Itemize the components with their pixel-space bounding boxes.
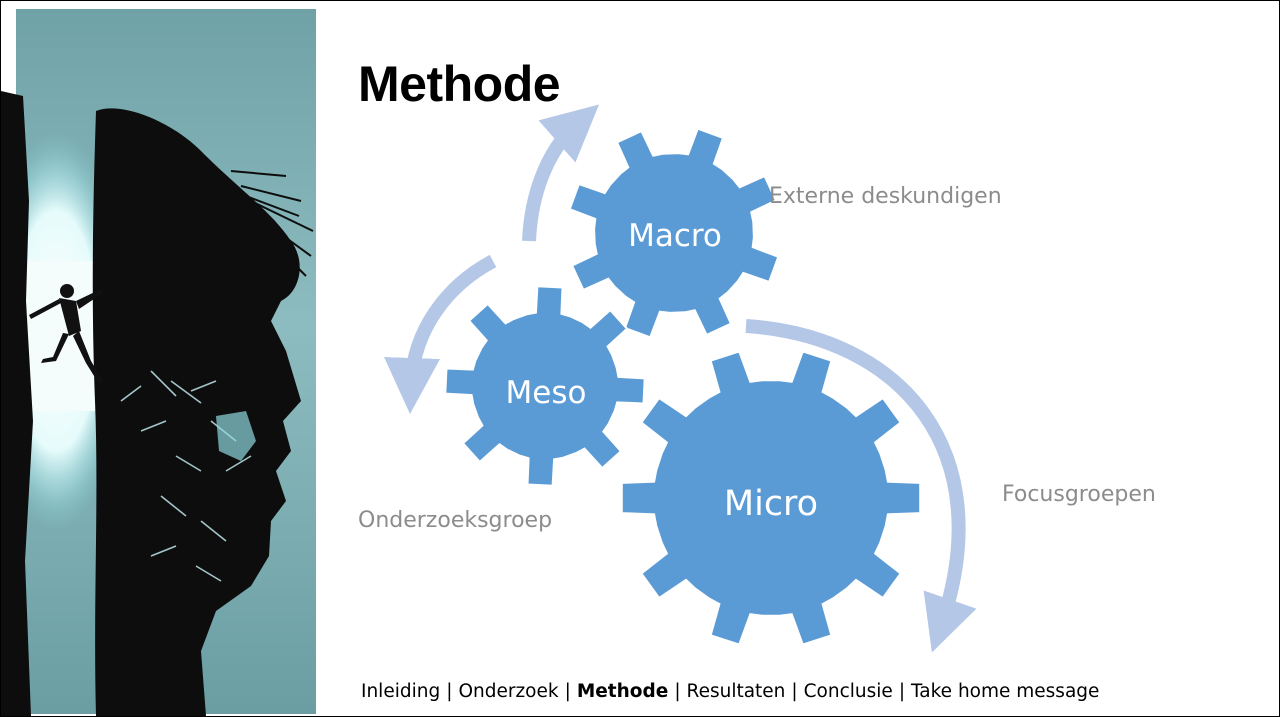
gear-micro-body bbox=[620, 350, 922, 646]
gear-macro bbox=[568, 127, 780, 339]
macro-caption: Externe deskundigen bbox=[769, 184, 1002, 209]
nav-item-inleiding[interactable]: Inleiding bbox=[361, 681, 441, 702]
nav-item-methode[interactable]: Methode bbox=[576, 681, 669, 702]
nav-item-onderzoek[interactable]: Onderzoek bbox=[458, 681, 559, 702]
gear-macro-label: Macro bbox=[628, 218, 722, 254]
micro-caption: Focusgroepen bbox=[1002, 482, 1156, 507]
gear-meso bbox=[444, 285, 646, 487]
nav-item-resultaten[interactable]: Resultaten bbox=[686, 681, 786, 702]
nav-separator: | bbox=[446, 681, 453, 702]
gear-macro-body bbox=[568, 127, 780, 339]
nav-separator: | bbox=[898, 681, 906, 702]
nav-item-take-home-message[interactable]: Take home message bbox=[911, 681, 1100, 702]
arrow-meso-to-macro bbox=[522, 104, 600, 242]
gear-meso-body bbox=[444, 285, 646, 487]
gear-micro bbox=[620, 350, 922, 646]
nav-separator: | bbox=[564, 681, 571, 702]
section-navigation: Inleiding|Onderzoek|Methode|Resultaten|C… bbox=[361, 681, 1099, 702]
gear-meso-label: Meso bbox=[506, 375, 587, 411]
arrow-micro-to-focusgroepen bbox=[745, 319, 977, 653]
page-title: Methode bbox=[358, 56, 561, 112]
nav-separator: | bbox=[674, 681, 681, 702]
climber-face-silhouette-icon bbox=[1, 1, 331, 716]
meso-caption: Onderzoeksgroep bbox=[358, 508, 553, 533]
gear-micro-label: Micro bbox=[724, 484, 818, 524]
arrow-to-onderzoeksgroep bbox=[384, 254, 497, 414]
nav-item-conclusie[interactable]: Conclusie bbox=[803, 681, 893, 702]
nav-separator: | bbox=[791, 681, 798, 702]
